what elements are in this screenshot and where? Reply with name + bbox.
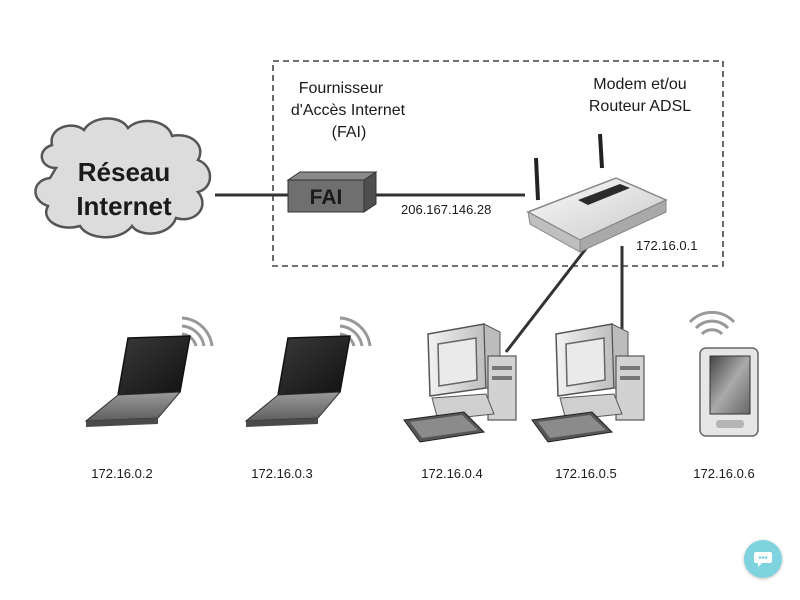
internet-cloud: Réseau Internet <box>34 117 212 239</box>
pda-device <box>688 310 759 437</box>
router-antenna-left <box>534 157 540 201</box>
laptop-2 <box>244 316 372 427</box>
isp-label-line1: Fournisseur <box>299 80 384 97</box>
isp-box: FAI <box>286 171 378 213</box>
isp-public-ip: 206.167.146.28 <box>401 202 491 217</box>
device-ip-1: 172.16.0.2 <box>91 466 152 481</box>
router-ip: 172.16.0.1 <box>636 238 697 253</box>
wifi-icon <box>181 316 214 347</box>
wifi-icon <box>688 310 736 336</box>
desktop-pc-2 <box>531 323 645 443</box>
router-antenna-right <box>598 133 604 169</box>
isp-label-line2: d'Accès Internet <box>291 102 406 119</box>
device-ip-4: 172.16.0.5 <box>555 466 616 481</box>
device-ip-5: 172.16.0.6 <box>693 466 754 481</box>
adsl-router <box>526 133 668 253</box>
laptop-1 <box>84 316 214 427</box>
cloud-label-line1: Réseau <box>78 157 171 187</box>
connection-lines <box>215 193 624 353</box>
chat-button[interactable] <box>744 540 782 578</box>
device-ip-3: 172.16.0.4 <box>421 466 482 481</box>
router-to-pc4-link <box>504 245 590 353</box>
device-ip-2: 172.16.0.3 <box>251 466 312 481</box>
router-label-line2: Routeur ADSL <box>589 98 691 115</box>
desktop-pc-1 <box>403 323 517 443</box>
router-label-line1: Modem et/ou <box>593 76 686 93</box>
chat-bubble-icon <box>754 552 772 567</box>
isp-boundary <box>272 60 724 267</box>
isp-box-label: FAI <box>310 186 343 209</box>
isp-label-line3: (FAI) <box>332 124 367 141</box>
cloud-label-line2: Internet <box>76 191 172 221</box>
